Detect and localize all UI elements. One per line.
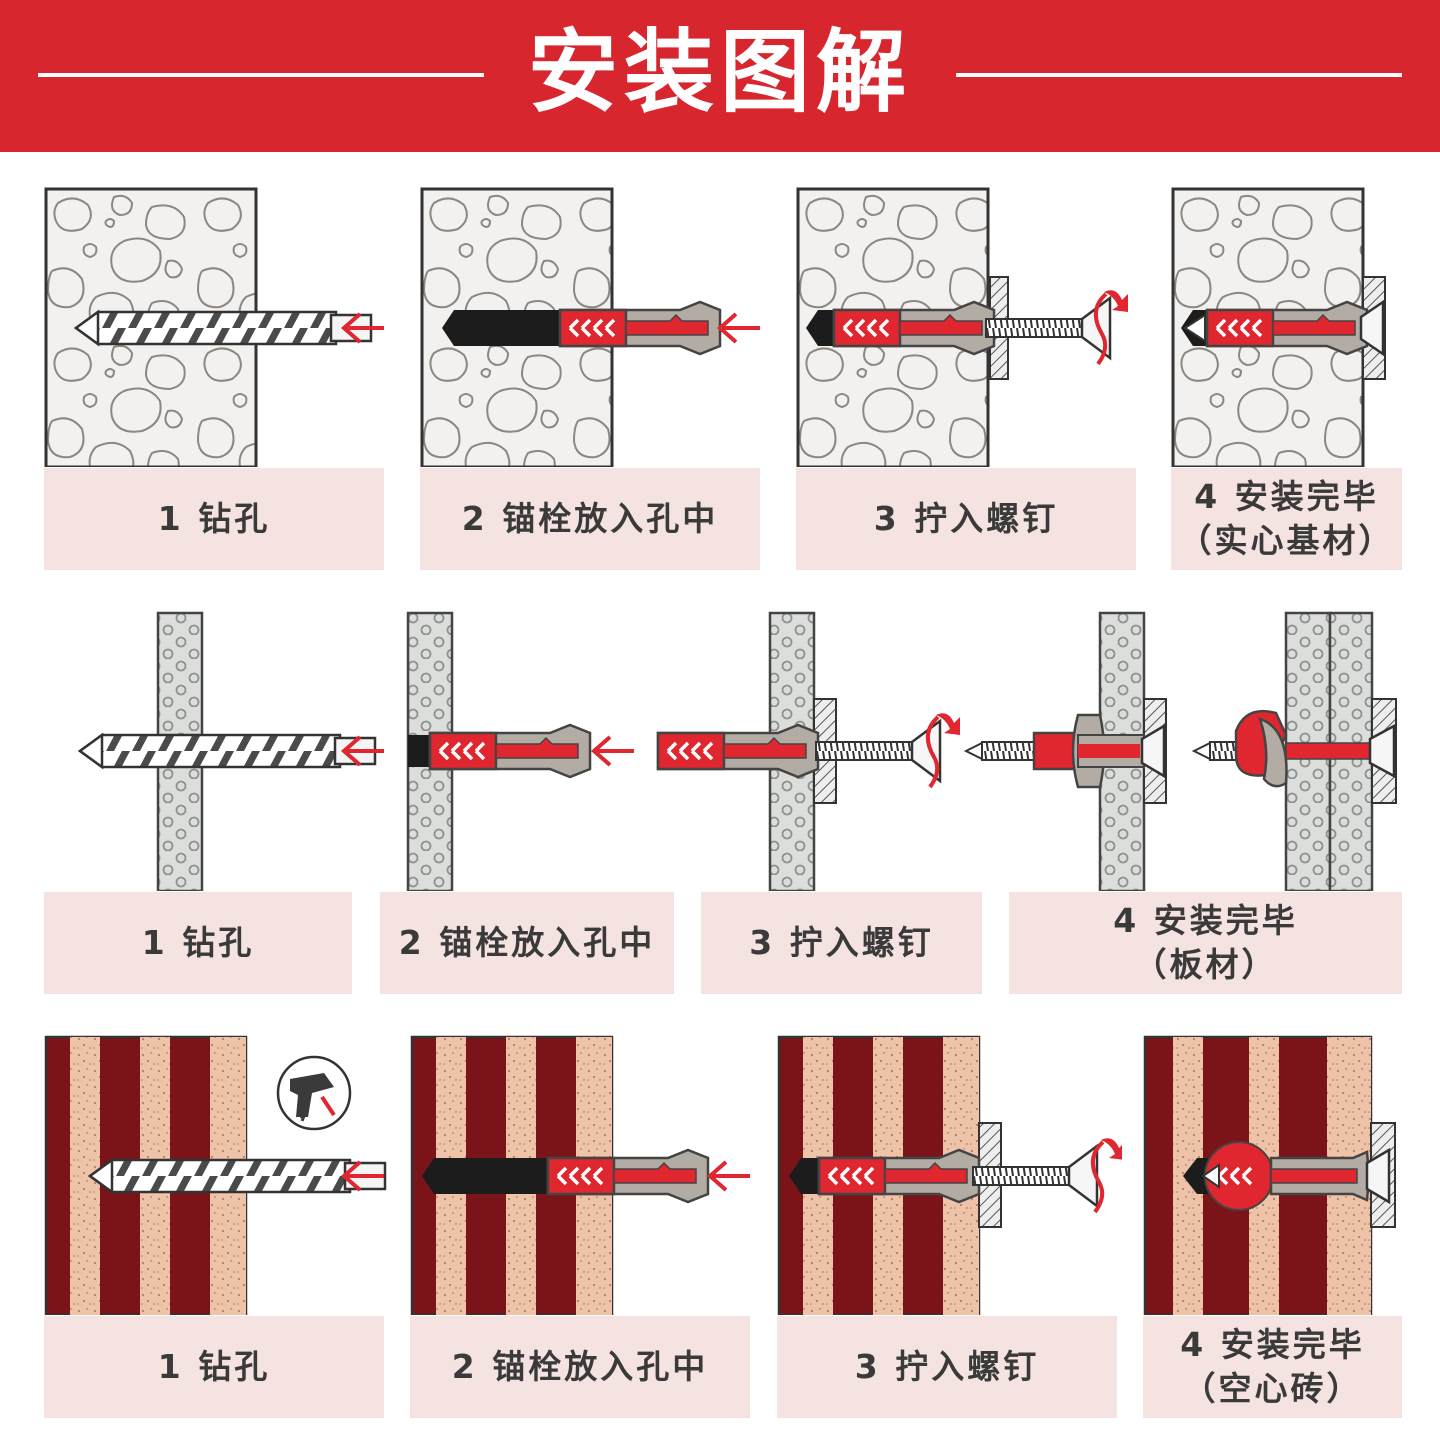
drilled-hole <box>806 310 836 346</box>
brick-step-3-caption: 3 拧入螺钉 <box>777 1316 1117 1418</box>
caption-line: 2 锚栓放入孔中 <box>451 1347 709 1386</box>
screw-tip <box>1201 1163 1220 1189</box>
screw-tip <box>963 741 983 761</box>
wall-anchor-icon <box>832 300 996 356</box>
solid-step-2-caption: 2 锚栓放入孔中 <box>420 468 760 570</box>
wall-anchor-icon <box>428 723 592 779</box>
caption-line: （板材） <box>1133 945 1278 984</box>
caption-line: 2 锚栓放入孔中 <box>398 923 656 962</box>
brick-step-2-caption: 2 锚栓放入孔中 <box>410 1316 750 1418</box>
insert-arrow-icon <box>592 735 636 767</box>
caption-line: （空心砖） <box>1182 1369 1363 1408</box>
anchor-body <box>1032 731 1080 771</box>
screw-head <box>1368 723 1396 779</box>
caption-line: 3 拧入螺钉 <box>873 499 1059 538</box>
board-step-2-caption: 2 锚栓放入孔中 <box>380 892 674 994</box>
solid-step-3-illustration <box>796 187 1141 467</box>
solid-step-4-caption: 4 安装完毕 （实心基材） <box>1171 468 1402 570</box>
brick-step-1-caption: 1 钻孔 <box>44 1316 384 1418</box>
screw-head <box>1359 299 1385 357</box>
solid-step-2-illustration <box>420 187 765 467</box>
caption-line: 2 锚栓放入孔中 <box>461 499 719 538</box>
rotate-arrow-icon <box>1093 288 1130 366</box>
board-step-4-caption: 4 安装完毕 （板材） <box>1009 892 1402 994</box>
insert-arrow-icon <box>708 1160 752 1192</box>
drilled-hole <box>789 1158 821 1194</box>
wall-anchor-icon <box>546 1148 710 1204</box>
wall-anchor-icon <box>656 723 820 779</box>
board-step-4-illustration <box>960 611 1400 891</box>
caption-line: 3 拧入螺钉 <box>749 923 934 962</box>
wall-anchor-icon <box>1205 300 1369 356</box>
screw-thread <box>981 741 1037 761</box>
drill-bit-icon <box>88 1158 387 1194</box>
drilled-hole <box>422 1158 550 1194</box>
caption-line: 4 安装完毕 <box>1113 901 1298 940</box>
page-header: 安装图解 <box>0 0 1440 152</box>
caption-line: 4 安装完毕 <box>1194 477 1379 516</box>
caption-line: 1 钻孔 <box>157 1347 271 1386</box>
caption-line: 4 安装完毕 <box>1180 1325 1365 1364</box>
brick-step-2-illustration <box>410 1035 755 1315</box>
caption-line: 3 拧入螺钉 <box>854 1347 1040 1386</box>
header-rule-left <box>38 73 484 77</box>
caption-line: 1 钻孔 <box>141 923 255 962</box>
insert-arrow-icon <box>718 312 762 344</box>
brick-step-4-caption: 4 安装完毕 （空心砖） <box>1143 1316 1402 1418</box>
screw-tip <box>1183 313 1206 343</box>
wall-anchor-icon <box>558 300 722 356</box>
caption-line: 1 钻孔 <box>157 499 271 538</box>
page-title: 安装图解 <box>528 20 912 125</box>
solid-step-4-illustration <box>1171 187 1402 467</box>
screw-head <box>1140 723 1166 779</box>
brick-step-4-illustration <box>1143 1035 1402 1315</box>
screw-head <box>1365 1147 1391 1205</box>
caption-line: （实心基材） <box>1178 521 1395 560</box>
board-step-3-caption: 3 拧入螺钉 <box>701 892 982 994</box>
solid-step-1-illustration <box>44 187 389 467</box>
screw-tip <box>1191 741 1211 761</box>
board-step-2-illustration <box>380 611 660 891</box>
board-step-1-illustration <box>44 611 394 891</box>
power-drill-icon <box>276 1055 352 1131</box>
drill-bit-icon <box>74 310 373 346</box>
header-rule-right <box>956 73 1402 77</box>
brick-step-3-illustration <box>777 1035 1122 1315</box>
board-step-1-caption: 1 钻孔 <box>44 892 352 994</box>
wall-anchor-icon <box>817 1148 981 1204</box>
solid-step-3-caption: 3 拧入螺钉 <box>796 468 1136 570</box>
board-step-3-illustration <box>650 611 965 891</box>
drill-bit-icon <box>78 733 377 769</box>
brick-step-1-illustration <box>44 1035 389 1315</box>
solid-step-1-caption: 1 钻孔 <box>44 468 384 570</box>
drilled-hole <box>442 310 560 346</box>
